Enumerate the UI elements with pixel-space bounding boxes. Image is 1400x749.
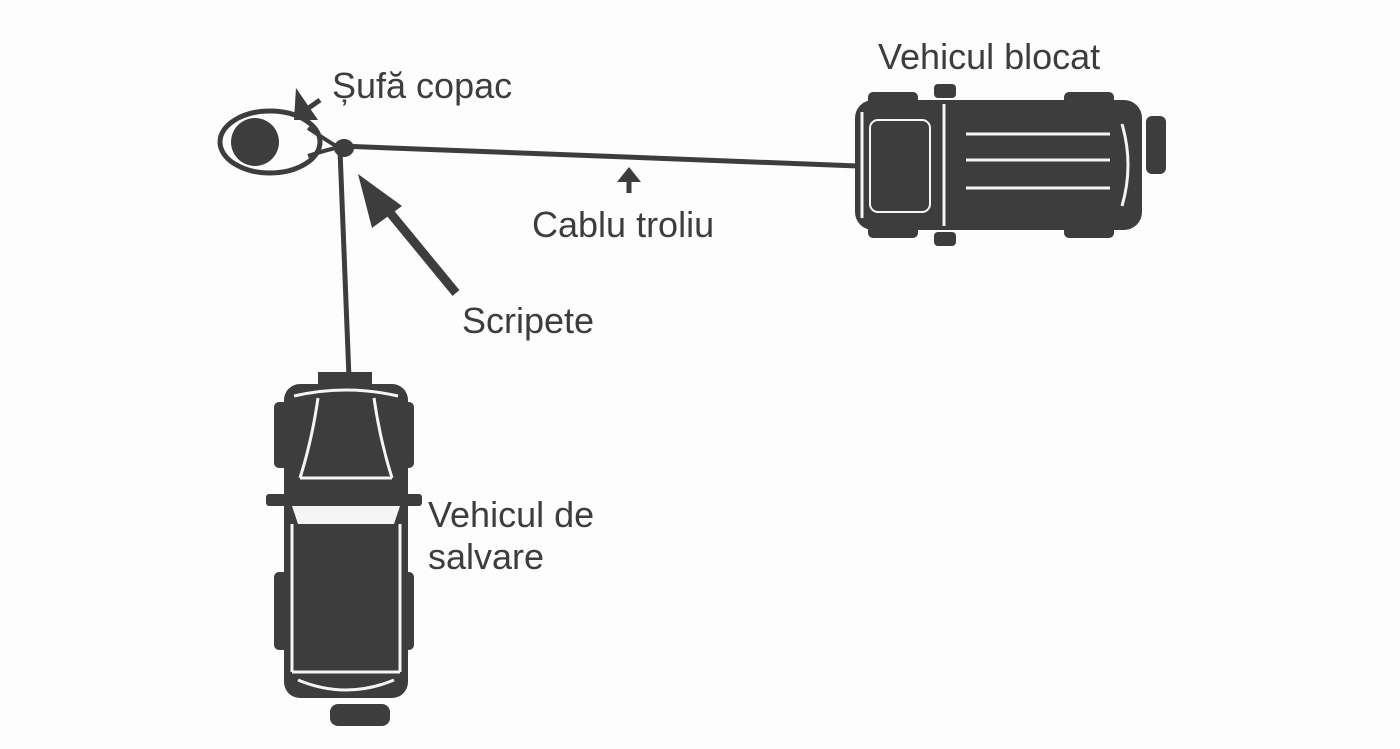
winch-cable-to-stuck-vehicle bbox=[339, 143, 859, 169]
winch-cable-label: Cablu troliu bbox=[532, 204, 715, 245]
pulley-arrow bbox=[358, 174, 460, 296]
tree-strap-icon bbox=[217, 108, 338, 176]
pulley-icon bbox=[334, 139, 354, 157]
tree-strap-arrow bbox=[294, 88, 322, 120]
winch-cable-to-rescue-vehicle bbox=[337, 149, 352, 379]
winch-cable-arrow bbox=[617, 167, 641, 193]
stuck-vehicle-label: Vehicul blocat bbox=[878, 36, 1101, 77]
stuck-vehicle-icon bbox=[855, 84, 1166, 246]
rescue-vehicle-label-line1: Vehicul de bbox=[428, 494, 595, 535]
tree-strap-label: Șufă copac bbox=[332, 65, 513, 106]
rescue-vehicle-icon bbox=[266, 372, 422, 726]
rescue-vehicle-label-line2: salvare bbox=[428, 536, 545, 577]
pulley-label: Scripete bbox=[462, 300, 595, 341]
rescue-vehicle-label: Vehicul de salvare bbox=[428, 494, 594, 578]
